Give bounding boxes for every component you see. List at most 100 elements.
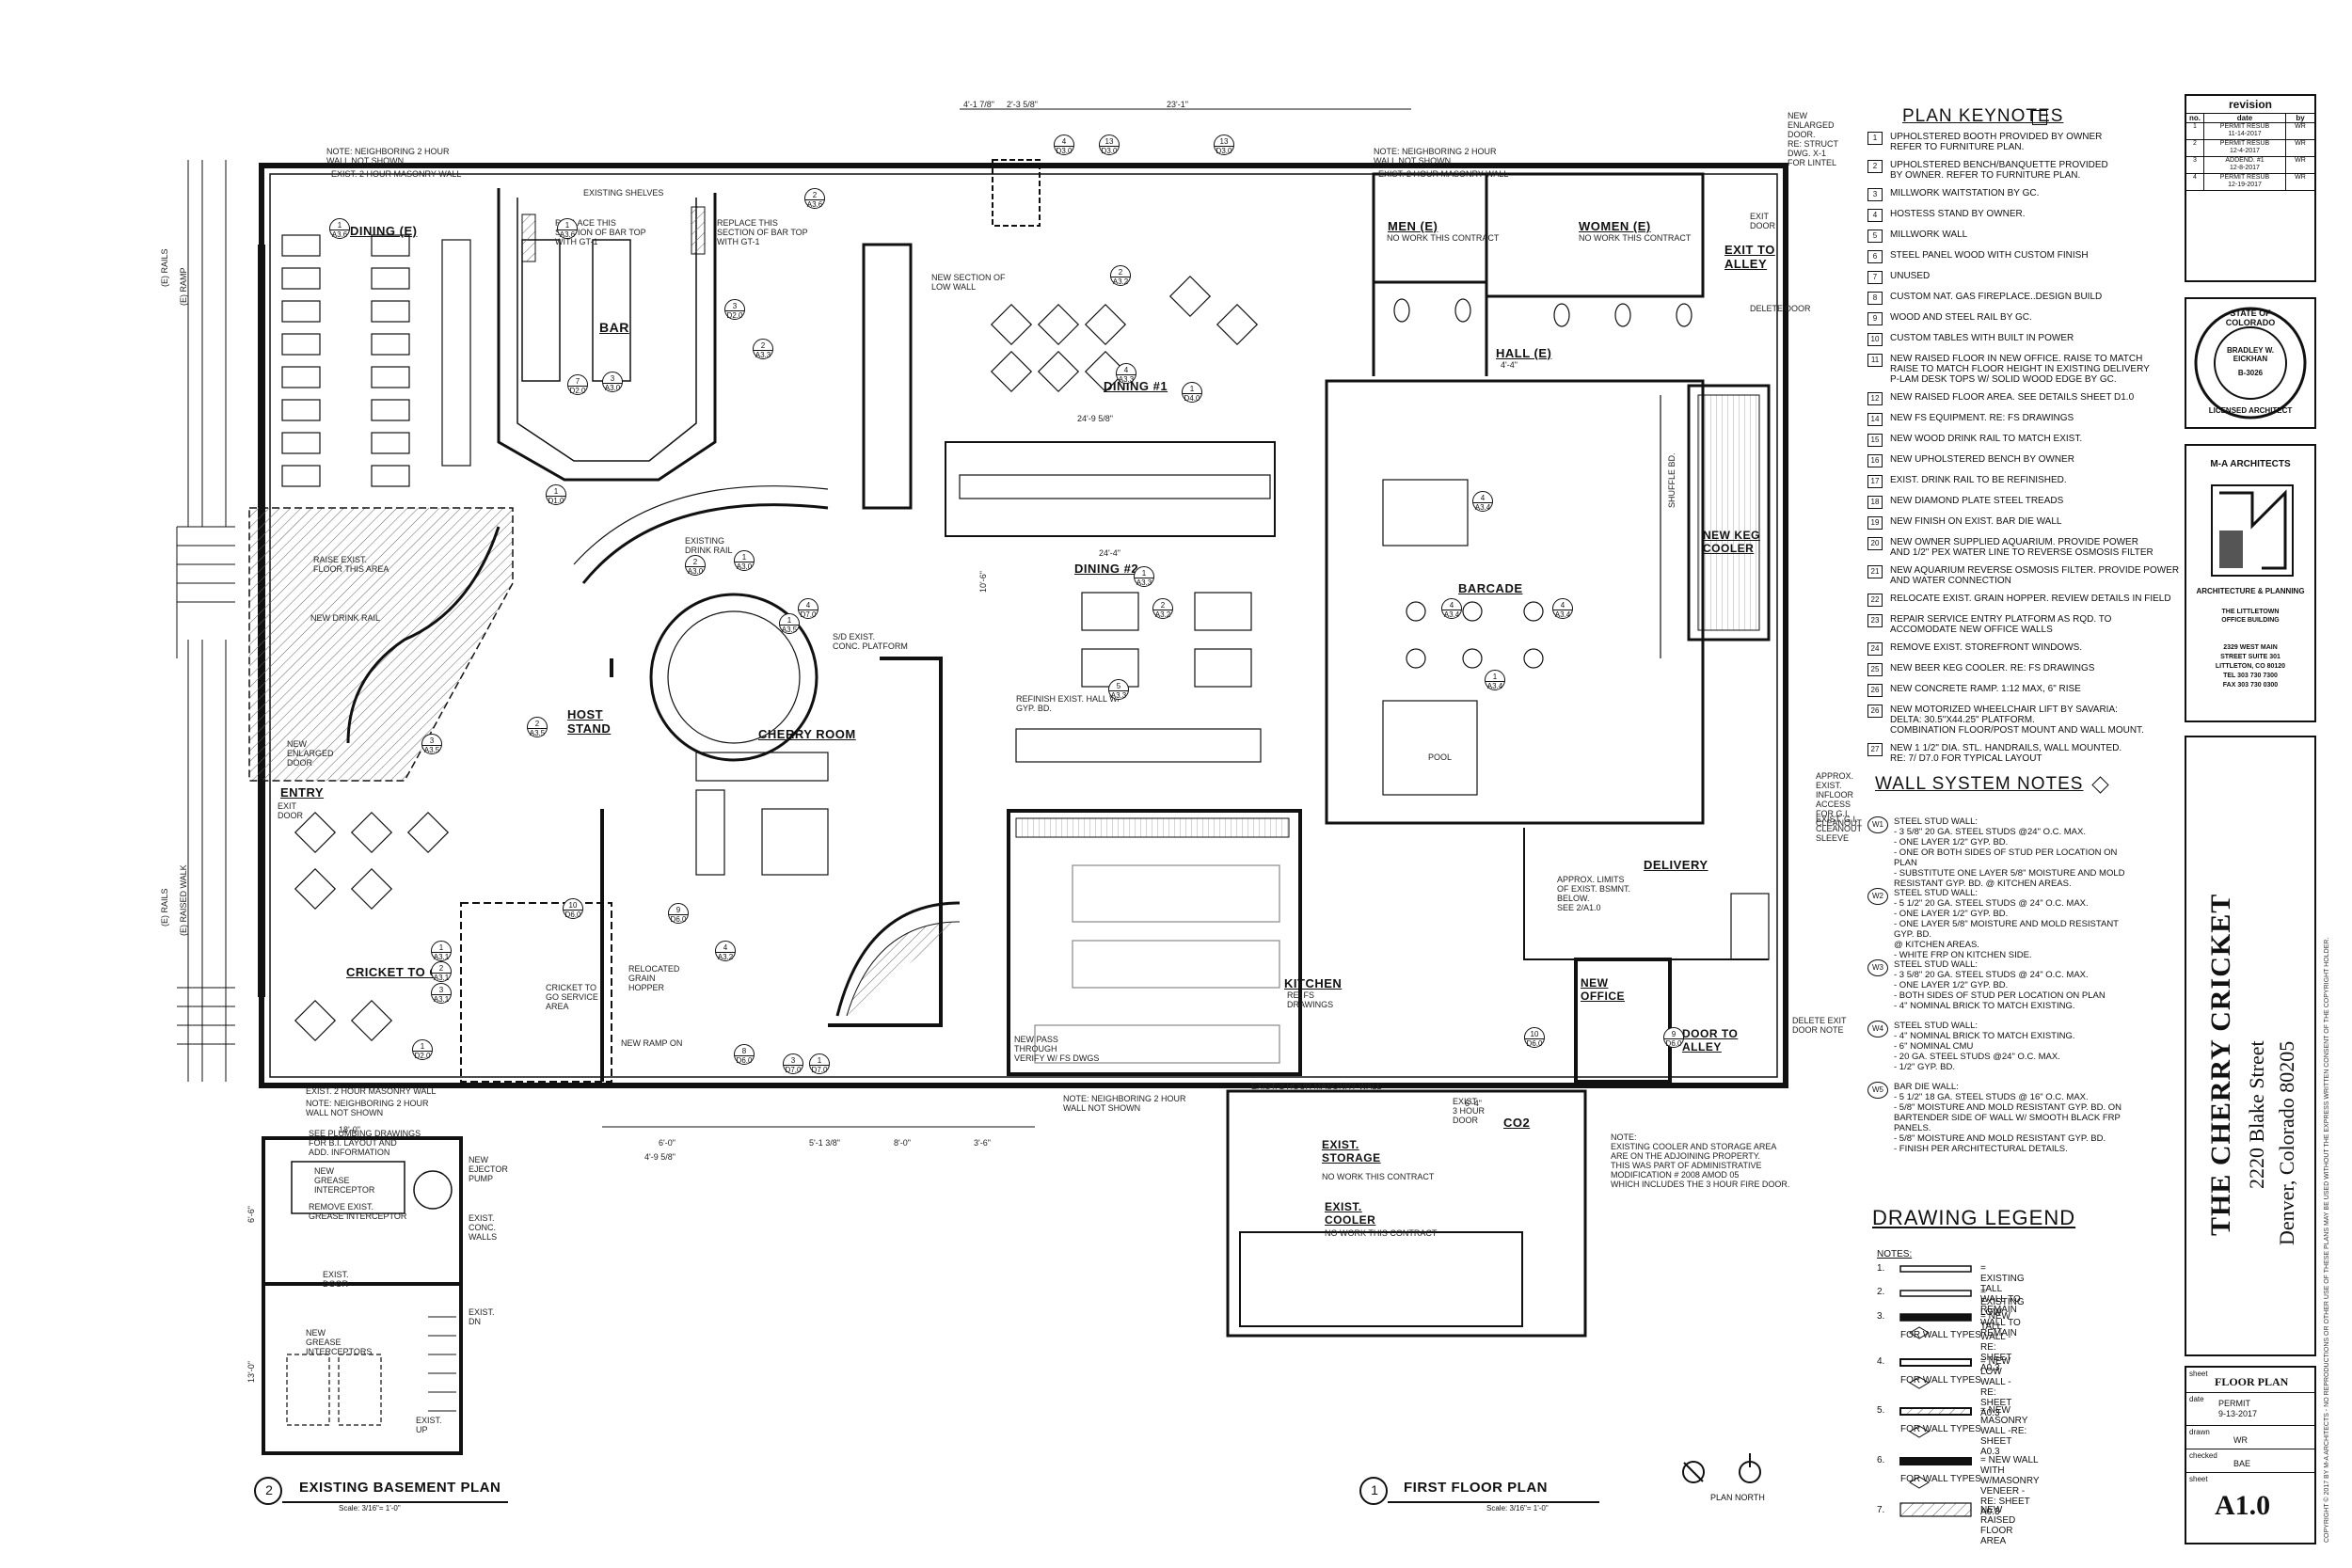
keynote-text: NEW RAISED FLOOR AREA. SEE DETAILS SHEET… (1890, 392, 2135, 403)
legend-text: = EXISTING TALL WALL TO REMAIN (1980, 1263, 2025, 1315)
project-block: THE CHERRY CRICKET 2220 Blake Street Den… (2185, 736, 2316, 1356)
tag-number: 2 (1118, 268, 1123, 277)
dim-bottom-5: 4'-9 5/8" (644, 1152, 675, 1162)
tag-number: 1 (817, 1056, 822, 1065)
keynote-number: 9 (1867, 312, 1883, 325)
tag-sheet: D2.0 (568, 386, 587, 395)
note-pool: POOL (1428, 752, 1453, 762)
tag-sheet: A3.3 (1135, 578, 1153, 587)
wall-note-item: W1 STEEL STUD WALL: - 3 5/8" 20 GA. STEEL… (1867, 816, 2150, 889)
tag-sheet: D6.0 (669, 914, 688, 924)
basement-plan-scale: Scale: 3/16"= 1'-0" (339, 1504, 401, 1513)
first-floor-plan-scale: Scale: 3/16"= 1'-0" (1486, 1504, 1549, 1513)
tag-sheet: A3.5 (422, 745, 441, 754)
legend-for-wall-types: FOR WALL TYPES (1900, 1474, 1981, 1484)
revision-heading: revision (2186, 96, 2314, 114)
tag-number: 9 (675, 906, 681, 914)
note-neighboring-bottom: NOTE: NEIGHBORING 2 HOUR WALL NOT SHOWN (306, 1099, 429, 1117)
wall-note-text: STEEL STUD WALL: - 3 5/8" 20 GA. STEEL S… (1894, 816, 2125, 889)
legend-item: 1. = EXISTING TALL WALL TO REMAIN (1877, 1263, 2025, 1315)
date-label: date (2189, 1395, 2204, 1403)
tag-sheet: A3.0 (603, 383, 622, 392)
note-existing-shelves: EXISTING SHELVES (583, 188, 664, 198)
drawn-value: WR (2233, 1435, 2248, 1445)
note-see-plumbing: SEE PLUMBING DRAWINGS FOR B.I. LAYOUT AN… (309, 1129, 421, 1157)
room-label-co2: CO2 (1503, 1116, 1531, 1130)
tag-number: 2 (1160, 601, 1166, 610)
keynote-text: REPAIR SERVICE ENTRY PLATFORM AS RQD. TO… (1890, 614, 2112, 635)
room-label-men: MEN (E) (1388, 219, 1438, 233)
room-label-hall: HALL (E) (1496, 346, 1552, 360)
wall-note-text: STEEL STUD WALL: - 4" NOMINAL BRICK TO M… (1894, 1021, 2075, 1072)
legend-for-wall-types: FOR WALL TYPES (1900, 1424, 1981, 1434)
note-fs-drawings-kitchen: RE: FS DRAWINGS (1287, 990, 1334, 1009)
wall-type-tag: W1 (1867, 816, 1888, 833)
keynote-number: 24 (1867, 642, 1883, 656)
note-conc-platform: S/D EXIST. CONC. PLATFORM (833, 632, 908, 651)
rev-col-by: by (2296, 114, 2305, 122)
tag-sheet: A3.2 (1111, 277, 1130, 286)
copyright-notice: COPYRIGHT © 2017 BY M-A ARCHITECTS - NO … (2324, 937, 2330, 1543)
seal-ring-top: STATE OF COLORADO (2225, 309, 2276, 327)
room-label-barcade: BARCADE (1458, 581, 1523, 595)
note-approx-limits: APPROX. LIMITS OF EXIST. BSMNT. BELOW. S… (1557, 875, 1631, 912)
tag-sheet: A3.5 (780, 625, 799, 634)
tag-number: 13 (1104, 137, 1114, 146)
keynote-text: NEW FINISH ON EXIST. BAR DIE WALL (1890, 516, 2062, 527)
keynote-number: 3 (1867, 188, 1883, 201)
rev-by: WR (2295, 123, 2306, 130)
wall-type-tag: W4 (1867, 1021, 1888, 1037)
keynote-number: 26 (1867, 684, 1883, 697)
tag-sheet: A3.6 (805, 199, 824, 209)
keynote-text: CUSTOM TABLES WITH BUILT IN POWER (1890, 333, 2074, 343)
keynote-text: NEW BEER KEG COOLER. RE: FS DRAWINGS (1890, 663, 2095, 673)
note-cricket-service: CRICKET TO GO SERVICE AREA (546, 983, 598, 1011)
tag-number: 3 (732, 302, 738, 310)
basement-plan (262, 1136, 463, 1455)
note-raised-floor: RAISE EXIST. FLOOR THIS AREA (313, 555, 389, 574)
tag-sheet: A3.1 (432, 952, 451, 961)
tag-number: 4 (1480, 494, 1486, 502)
note-neighboring-wall-top-right: NOTE: NEIGHBORING 2 HOUR WALL NOT SHOWN (1374, 147, 1497, 166)
tag-number: 1 (553, 487, 559, 496)
dim-bottom-2: 5'-1 3/8" (809, 1138, 840, 1148)
basement-plan-number: 2 (265, 1482, 273, 1497)
legend-number: 1. (1877, 1263, 1885, 1274)
wall-note-text: STEEL STUD WALL: - 3 5/8" 20 GA. STEEL S… (1894, 959, 2106, 1011)
tag-sheet: D2.0 (725, 310, 744, 320)
note-exist-gi: EXIST. G.I. CLEANOUT SLEEVE (1816, 815, 1863, 843)
keynote-text: NEW FS EQUIPMENT. RE: FS DRAWINGS (1890, 413, 2074, 423)
keynote-text: REMOVE EXIST. STOREFRONT WINDOWS. (1890, 642, 2083, 653)
room-label-new-office: NEW OFFICE (1581, 976, 1625, 1003)
keynote-number: 12 (1867, 392, 1883, 405)
dim-dining-1: 24'-9 5/8" (1077, 414, 1113, 423)
tag-number: 2 (812, 191, 818, 199)
keynote-number: 5 (1867, 230, 1883, 243)
note-exist-conc-walls: EXIST. CONC. WALLS (469, 1213, 498, 1242)
